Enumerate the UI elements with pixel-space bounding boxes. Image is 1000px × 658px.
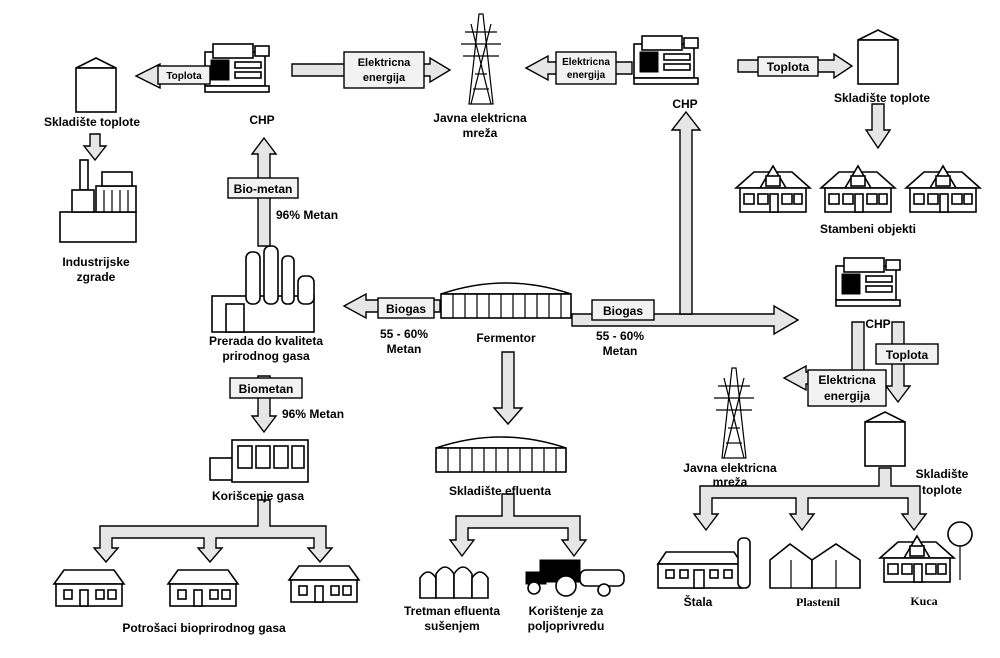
arrow-storage-to-industrial: [82, 133, 108, 162]
house-with-tree-icon: [879, 521, 973, 583]
stable-icon: [656, 537, 751, 589]
power-pylon-top-icon: [460, 13, 502, 105]
label-methane-96-a: 96% Metan: [276, 208, 338, 222]
chp-top-icon: [633, 35, 699, 85]
arrow-effluent-distribution: [448, 493, 588, 558]
box-biogas-left: Biogas: [377, 297, 435, 319]
label-chp-mid: CHP: [865, 317, 890, 331]
svg-text:Toplota: Toplota: [767, 60, 810, 74]
label-upgrading-2: prirodnog gasa: [222, 349, 310, 363]
label-consumers: Potrošaci bioprirodnog gasa: [122, 621, 286, 635]
box-el-energy-top-right: Elektricna energija: [555, 51, 617, 85]
label-stable: Štala: [684, 594, 713, 609]
label-agriculture-1: Korištenje za: [529, 604, 604, 618]
heat-storage-right-icon: [857, 29, 899, 85]
fermentor-tank-icon: [440, 282, 572, 319]
label-storage-bottom-2: toplote: [922, 483, 962, 497]
residential-house-1-icon: [735, 165, 811, 213]
label-storage-left: Skladište toplote: [44, 115, 140, 129]
arrow-biogas-to-chp-top: [670, 110, 702, 315]
label-grid-top-1: Javna elektricna: [433, 111, 527, 125]
arrow-fermentor-to-effluent: [492, 351, 524, 426]
label-greenhouse: Plastenil: [796, 595, 841, 609]
industrial-building-icon: [59, 159, 137, 243]
consumer-house-1-icon: [53, 569, 125, 607]
label-effluent-treatment-2: sušenjem: [424, 619, 479, 633]
box-el-energy-top-left: Elektricna energija: [343, 51, 425, 89]
tractor-icon: [525, 559, 625, 597]
effluent-bags-icon: [419, 566, 489, 599]
label-upgrading-1: Prerada do kvaliteta: [209, 334, 323, 348]
label-agriculture-2: poljoprivredu: [528, 619, 605, 633]
svg-text:energija: energija: [824, 389, 870, 403]
svg-text:Bio-metan: Bio-metan: [234, 182, 293, 196]
residential-house-3-icon: [905, 165, 981, 213]
label-industrial-1: Industrijske: [62, 255, 130, 269]
label-methane-96-b: 96% Metan: [282, 407, 344, 421]
label-effluent-storage: Skladište efluenta: [449, 484, 551, 498]
chp-left-icon: [204, 43, 270, 93]
label-chp-top: CHP: [672, 97, 697, 111]
label-grid-bottom-2: mreža: [713, 475, 748, 489]
box-biometan: Biometan: [229, 377, 303, 399]
svg-text:Biometan: Biometan: [239, 382, 294, 396]
consumer-house-2-icon: [167, 569, 239, 607]
label-effluent-treatment-1: Tretman efluenta: [404, 604, 500, 618]
svg-text:energija: energija: [567, 70, 606, 81]
chp-mid-icon: [835, 257, 901, 307]
svg-text:Elektricna: Elektricna: [562, 57, 610, 68]
box-toplota-right-top: Toplota: [757, 56, 819, 77]
power-pylon-bottom-icon: [713, 367, 755, 459]
arrow-biogas-to-chp-mid: [571, 304, 800, 336]
gas-upgrading-plant-icon: [211, 245, 315, 333]
heat-storage-bottom-icon: [864, 411, 906, 467]
label-methane-5560-left-2: Metan: [387, 342, 422, 356]
svg-text:Toplota: Toplota: [886, 348, 929, 362]
effluent-storage-tank-icon: [435, 436, 567, 473]
greenhouse-icon: [769, 542, 861, 589]
label-storage-right-top: Skladište toplote: [834, 91, 930, 105]
gas-use-station-icon: [209, 439, 309, 483]
label-industrial-2: zgrade: [77, 270, 116, 284]
svg-text:Biogas: Biogas: [603, 304, 643, 318]
label-methane-5560-left-1: 55 - 60%: [380, 327, 428, 341]
label-house: Kuca: [910, 594, 937, 608]
label-grid-bottom-1: Javna elektricna: [683, 461, 777, 475]
label-residential: Stambeni objekti: [820, 222, 916, 236]
box-bio-metan: Bio-metan: [227, 177, 299, 199]
svg-text:Elektricna: Elektricna: [818, 373, 876, 387]
arrow-heat-distribution: [692, 467, 928, 532]
heat-storage-left-icon: [75, 57, 117, 113]
box-toplota-mid: Toplota: [875, 343, 939, 365]
consumer-house-3-icon: [288, 565, 360, 603]
label-gas-use: Korišcenje gasa: [212, 489, 304, 503]
residential-house-2-icon: [820, 165, 896, 213]
label-methane-5560-right-1: 55 - 60%: [596, 329, 644, 343]
arrow-gas-distribution: [92, 499, 334, 564]
svg-text:energija: energija: [363, 72, 406, 84]
svg-text:Biogas: Biogas: [386, 302, 426, 316]
box-el-energy-mid: Elektricna energija: [807, 369, 887, 407]
box-biogas-right: Biogas: [591, 299, 655, 321]
label-fermentor: Fermentor: [476, 331, 536, 345]
svg-text:Toplota: Toplota: [166, 71, 202, 82]
arrow-storage-to-residential: [864, 103, 892, 150]
svg-text:Elektricna: Elektricna: [358, 57, 411, 69]
box-toplota-left: Toplota: [157, 65, 211, 85]
label-grid-top-2: mreža: [463, 126, 498, 140]
label-methane-5560-right-2: Metan: [603, 344, 638, 358]
label-storage-bottom-1: Skladište: [916, 467, 969, 481]
label-chp-left: CHP: [249, 113, 274, 127]
